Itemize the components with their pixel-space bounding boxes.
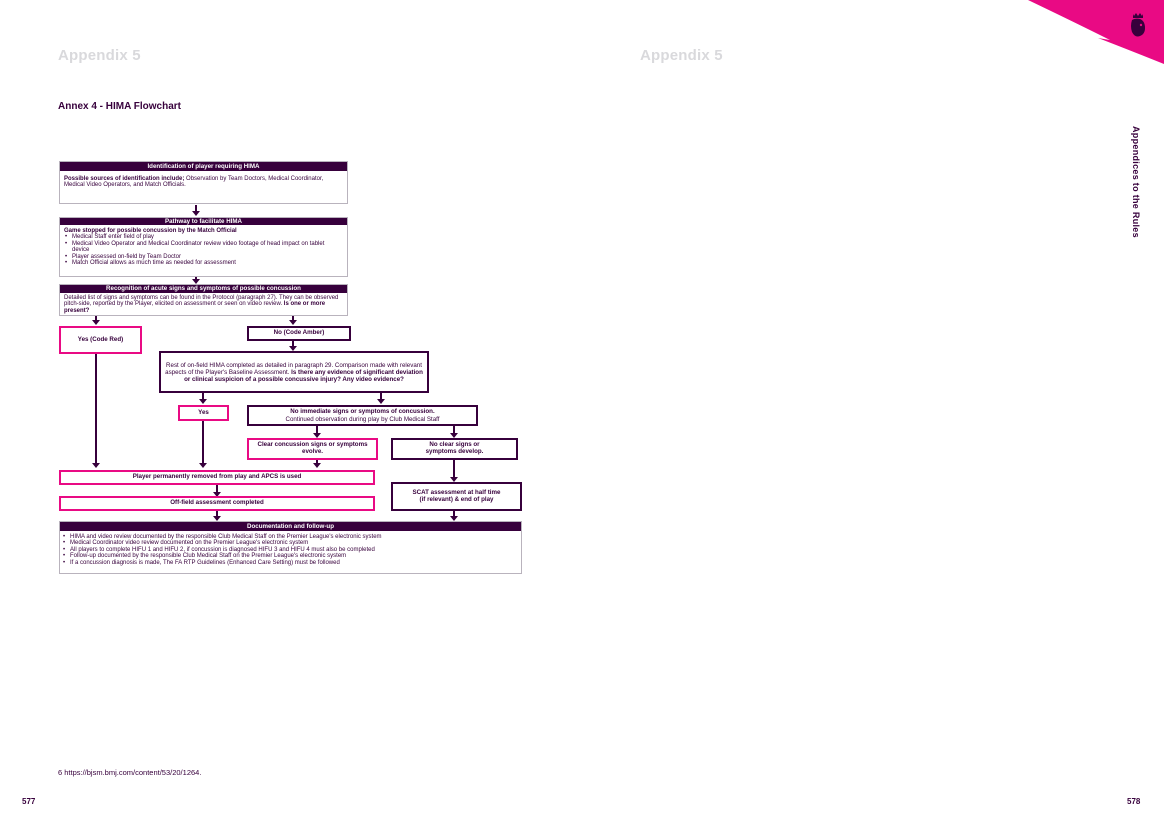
scat-assessment-box: SCAT assessment at half time (if relevan… [391,482,522,511]
arrow-down-icon [450,516,458,521]
no-immediate-signs-box: No immediate signs or symptoms of concus… [247,405,478,426]
connector [292,316,294,322]
pathway-item: Player assessed on-field by Team Doctor [64,254,343,261]
documentation-item: All players to complete HIFU 1 and HIFU … [62,547,517,554]
connector [453,460,455,479]
pathway-box: Pathway to facilitate HIMA Game stopped … [59,217,348,277]
connector [95,316,97,322]
pathway-item: Medical Staff enter field of play [64,234,343,241]
identification-title: Identification of player requiring HIMA [60,162,347,171]
documentation-content: HIMA and video review documented by the … [60,531,521,569]
recognition-title: Recognition of acute signs and symptoms … [60,285,347,293]
brand-corner-graphic [1028,0,1164,64]
recognition-text: Detailed list of signs and symptoms can … [64,295,339,308]
section-side-label: Appendices to the Rules [1131,126,1141,238]
arrow-down-icon [377,399,385,404]
rest-of-hima-box: Rest of on-field HIMA completed as detai… [159,351,429,393]
off-field-assessment-box: Off-field assessment completed [59,496,375,511]
documentation-title: Documentation and follow-up [60,522,521,531]
footnote: 6 https://bjsm.bmj.com/content/53/20/126… [58,768,202,777]
premier-league-lion-icon [1131,13,1145,37]
connector [202,393,204,401]
annex-title: Annex 4 - HIMA Flowchart [58,101,181,112]
connector [202,421,204,466]
no-code-amber-box: No (Code Amber) [247,326,351,341]
arrow-down-icon [199,463,207,468]
yes-code-red-box: Yes (Code Red) [59,326,142,354]
documentation-box: Documentation and follow-up HIMA and vid… [59,521,522,574]
player-removed-box: Player permanently removed from play and… [59,470,375,485]
no-clear-signs-box: No clear signs or symptoms develop. [391,438,518,460]
rest-of-hima-text: Rest of on-field HIMA completed as detai… [165,361,422,376]
pathway-content: Game stopped for possible concussion by … [60,225,347,269]
arrow-down-icon [192,279,200,284]
connector [453,426,455,435]
arrow-down-icon [450,433,458,438]
arrow-down-icon [289,346,297,351]
recognition-content: Detailed list of signs and symptoms can … [60,293,347,317]
arrow-down-icon [213,492,221,497]
connector [216,511,218,520]
connector [195,205,197,212]
connector [216,485,218,495]
arrow-down-icon [92,463,100,468]
recognition-box: Recognition of acute signs and symptoms … [59,284,348,316]
arrow-down-icon [289,320,297,325]
rest-of-hima-question: Is there any evidence of significant dev… [184,368,423,383]
pathway-lead: Game stopped for possible concussion by … [64,228,237,234]
identification-box: Identification of player requiring HIMA … [59,161,348,204]
right-page-number: 578 [1127,797,1141,806]
arrow-down-icon [313,433,321,438]
documentation-item: HIMA and video review documented by the … [62,534,517,541]
identification-lead: Possible sources of identification inclu… [64,176,185,182]
identification-content: Possible sources of identification inclu… [60,171,347,192]
pathway-list: Medical Staff enter field of play Medica… [64,234,343,266]
yes-box: Yes [178,405,229,421]
recognition-question: Is one or more present? [64,301,326,314]
no-immediate-line2: Continued observation during play by Clu… [285,415,440,423]
left-page-number: 577 [22,797,36,806]
arrow-down-icon [199,399,207,404]
connector [95,354,97,466]
connector [453,511,455,520]
arrow-down-icon [92,320,100,325]
pathway-item: Medical Video Operator and Medical Coord… [64,241,343,254]
documentation-item: Medical Coordinator video review documen… [62,540,517,547]
connector [316,426,318,435]
documentation-item: Follow-up documented by the responsible … [62,553,517,560]
right-appendix-title: Appendix 5 [640,47,723,64]
arrow-down-icon [213,516,221,521]
pathway-title: Pathway to facilitate HIMA [60,218,347,225]
arrow-down-icon [192,211,200,216]
no-immediate-line1: No immediate signs or symptoms of concus… [290,408,435,415]
documentation-list: HIMA and video review documented by the … [62,534,517,566]
arrow-down-icon [450,477,458,482]
identification-text: Observation by Team Doctors, Medical Coo… [64,176,324,189]
left-appendix-title: Appendix 5 [58,47,141,64]
documentation-item: If a concussion diagnosis is made, The F… [62,560,517,567]
connector [380,393,382,401]
clear-signs-box: Clear concussion signs or symptoms evolv… [247,438,378,460]
arrow-down-icon [313,463,321,468]
pathway-item: Match Official allows as much time as ne… [64,260,343,267]
connector [292,341,294,348]
